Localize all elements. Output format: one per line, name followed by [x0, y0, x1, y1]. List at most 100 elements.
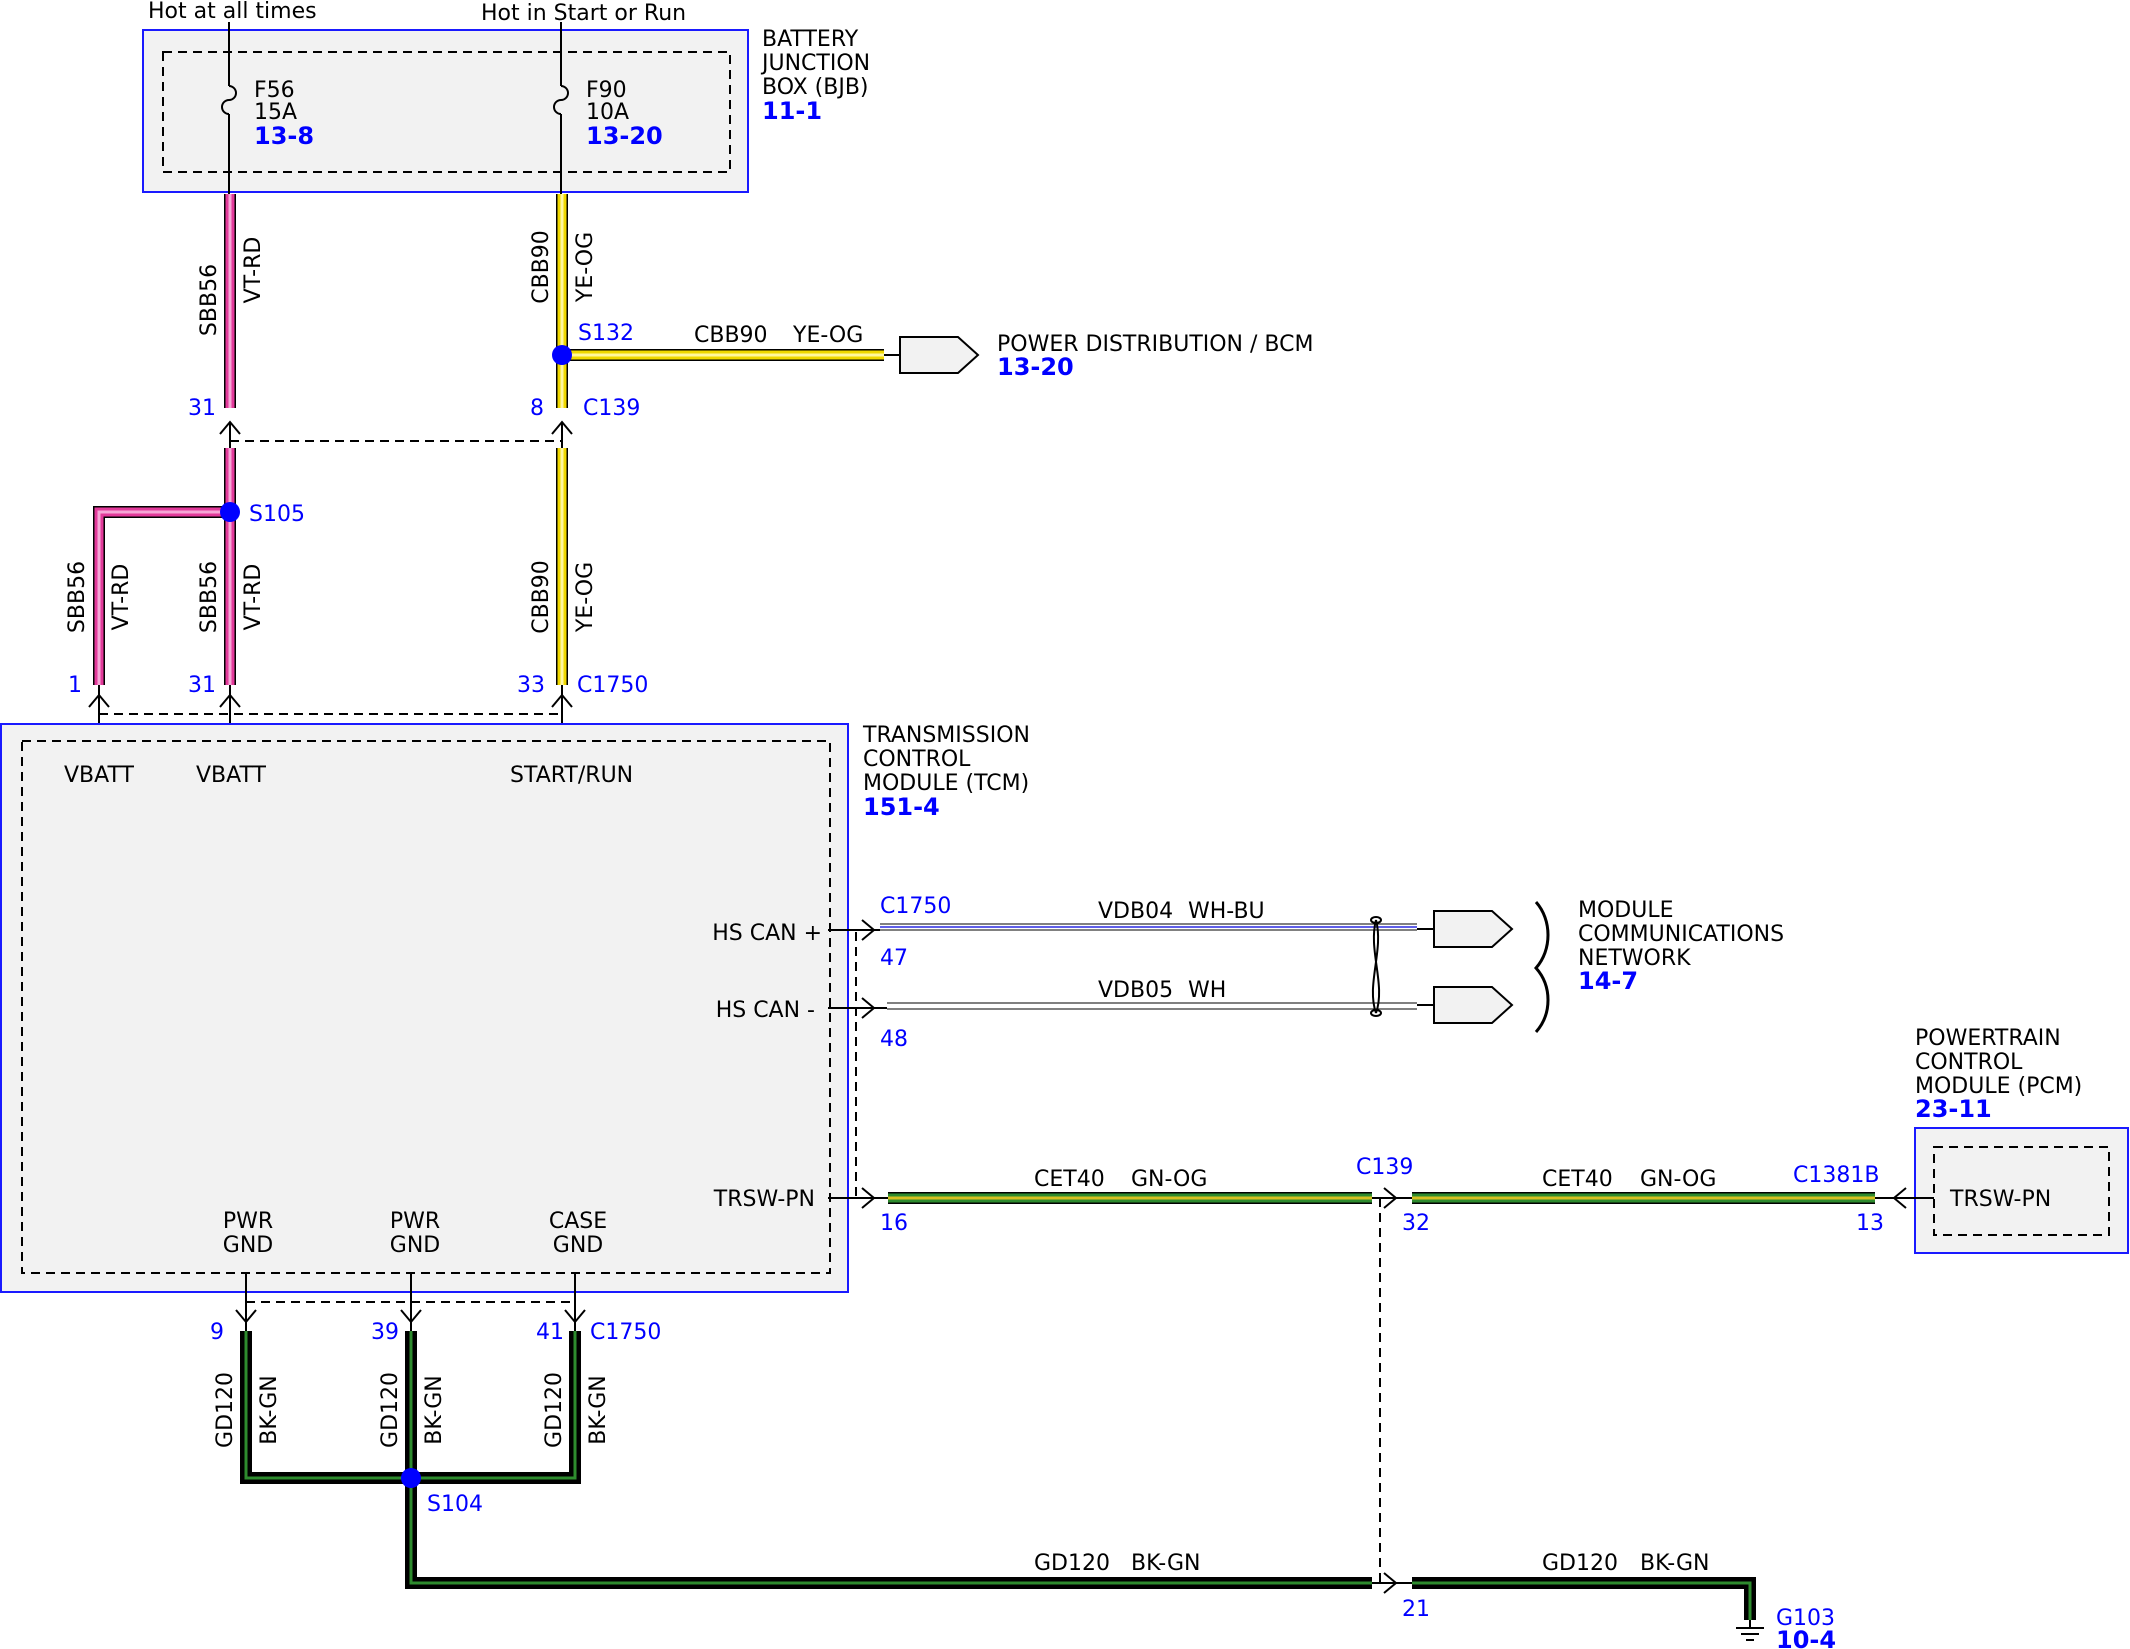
wire-label-gd120-1-color: BK-GN: [257, 1375, 282, 1444]
splice-s132: [552, 345, 572, 365]
battery-junction-box: F56 15A 13-8 F90 10A 13-20: [142, 22, 749, 194]
bjb-name-line-2: JUNCTION: [760, 51, 870, 76]
connector-tcm-pin41-icon: [564, 1273, 586, 1331]
pcm-ref[interactable]: 23-11: [1915, 1095, 1992, 1123]
tcm-ref[interactable]: 151-4: [863, 793, 940, 821]
fuse-f56-ref[interactable]: 13-8: [254, 122, 314, 150]
wire-label-vdb05-circuit: VDB05: [1098, 978, 1173, 1003]
wire-label-sbb56-upper-circuit: SBB56: [197, 264, 222, 336]
wire-label-gd120-2-circuit: GD120: [378, 1372, 403, 1448]
splice-s105: [220, 502, 240, 522]
wire-label-cet40-left-circuit: CET40: [1034, 1167, 1105, 1192]
pin-pcm-13: 13: [1856, 1211, 1884, 1236]
wire-label-gd120-1-circuit: GD120: [213, 1372, 238, 1448]
tcm-name-line-2: CONTROL: [863, 747, 971, 772]
mcn-name-line-2: COMMUNICATIONS: [1578, 922, 1784, 947]
pcm-name-line-3: MODULE (PCM): [1915, 1074, 2082, 1099]
pin-tcm-48: 48: [880, 1027, 908, 1052]
hot-in-start-run-label: Hot in Start or Run: [481, 1, 686, 26]
wire-label-sbb56-middle-circuit: SBB56: [197, 561, 222, 633]
connector-tcm-pin16-icon: [828, 1187, 888, 1209]
splice-s132-label: S132: [578, 321, 634, 346]
tcm-hs-can-plus-label: HS CAN +: [712, 921, 822, 946]
bjb-name-line-1: BATTERY: [762, 27, 859, 52]
fuse-f56-rating: 15A: [254, 100, 297, 125]
wire-sbb56-branch: [93, 506, 230, 685]
pin-tcm-9: 9: [210, 1320, 224, 1345]
wire-label-sbb56-upper-color: VT-RD: [241, 237, 266, 304]
fuse-f90-rating: 10A: [586, 100, 629, 125]
bcm-connector-icon[interactable]: [899, 336, 980, 374]
wire-label-cet40-right-circuit: CET40: [1542, 1167, 1613, 1192]
wire-label-gd120-4-color: BK-GN: [1131, 1551, 1200, 1576]
splice-s104: [401, 1468, 421, 1488]
pin-c139-32: 32: [1402, 1211, 1430, 1236]
mcn-brace-icon: [1533, 901, 1550, 1033]
wire-label-cbb90-upper-circuit: CBB90: [529, 230, 554, 304]
connector-c1750-top-label: C1750: [577, 673, 648, 698]
connector-tcm-pin48-icon: [828, 997, 887, 1019]
pin-c139-8: 8: [530, 396, 544, 421]
power-distribution-name: POWER DISTRIBUTION / BCM: [997, 332, 1313, 357]
pin-tcm-16: 16: [880, 1211, 908, 1236]
wire-label-vdb04-color: WH-BU: [1188, 899, 1265, 924]
pcm-name-line-1: POWERTRAIN: [1915, 1026, 2061, 1051]
fuse-f90-id: F90: [586, 78, 627, 103]
pcm-name-line-2: CONTROL: [1915, 1050, 2023, 1075]
fuse-f90-icon: [553, 85, 569, 115]
pin-c139-21: 21: [1402, 1597, 1430, 1622]
tcm-case-gnd-line2: GND: [553, 1233, 603, 1258]
wire-label-cet40-left-color: GN-OG: [1131, 1167, 1207, 1192]
fuse-f56-icon: [221, 85, 237, 115]
connector-tcm-pin9-icon: [235, 1273, 257, 1331]
wire-label-cbb90-bcm-color: YE-OG: [792, 323, 863, 348]
wire-label-cbb90-lower-color: YE-OG: [573, 562, 598, 633]
mcn-connector-minus-icon[interactable]: [1433, 986, 1514, 1024]
wire-gd120-to-g103: [1412, 1577, 1756, 1620]
tcm-pwr-gnd-1-line1: PWR: [223, 1209, 273, 1234]
connector-c1750-bottom-label: C1750: [590, 1320, 661, 1345]
mcn-ref[interactable]: 14-7: [1578, 967, 1638, 995]
pin-tcm-1: 1: [68, 673, 82, 698]
wire-label-cbb90-upper-color: YE-OG: [573, 232, 598, 303]
wire-label-vdb04-circuit: VDB04: [1098, 899, 1173, 924]
pin-tcm-31: 31: [188, 673, 216, 698]
wire-label-sbb56-branch-circuit: SBB56: [65, 561, 90, 633]
tcm-pwr-gnd-1-line2: GND: [223, 1233, 273, 1258]
pin-tcm-33: 33: [517, 673, 545, 698]
tcm-pwr-gnd-2-line2: GND: [390, 1233, 440, 1258]
connector-tcm-pin39-icon: [400, 1273, 422, 1331]
mcn-connector-plus-icon[interactable]: [1433, 910, 1514, 948]
connector-tcm-pin47-icon: [828, 919, 880, 941]
tcm-case-gnd-line1: CASE: [549, 1209, 607, 1234]
wire-label-cbb90-bcm-circuit: CBB90: [694, 323, 768, 348]
wire-label-vdb05-color: WH: [1188, 978, 1226, 1003]
connector-c139-upper-label: C139: [583, 396, 640, 421]
connector-c1750-right-label: C1750: [880, 894, 951, 919]
wire-label-gd120-3-color: BK-GN: [586, 1375, 611, 1444]
ground-g103-icon: [1736, 1620, 1764, 1641]
tcm-pwr-gnd-2-line1: PWR: [390, 1209, 440, 1234]
pin-tcm-47: 47: [880, 946, 908, 971]
power-distribution-ref[interactable]: 13-20: [997, 353, 1074, 381]
ground-g103-id: G103: [1776, 1606, 1835, 1631]
bjb-name-line-3: BOX (BJB): [762, 75, 869, 100]
wire-label-cet40-right-color: GN-OG: [1640, 1167, 1716, 1192]
pin-tcm-41: 41: [536, 1320, 564, 1345]
splice-s105-label: S105: [249, 502, 305, 527]
hot-at-all-times-label: Hot at all times: [148, 0, 317, 24]
connector-c1381b-label: C1381B: [1793, 1163, 1879, 1188]
ground-g103-ref[interactable]: 10-4: [1776, 1626, 1836, 1649]
fuse-f90-ref[interactable]: 13-20: [586, 122, 663, 150]
pin-tcm-39: 39: [371, 1320, 399, 1345]
wire-label-gd120-2-color: BK-GN: [422, 1375, 447, 1444]
transmission-control-module: [0, 723, 849, 1293]
wire-label-gd120-4-circuit: GD120: [1034, 1551, 1110, 1576]
tcm-name-line-3: MODULE (TCM): [863, 771, 1029, 796]
powertrain-control-module: [1914, 1127, 2129, 1254]
connector-c139-pin21-icon: [1372, 1572, 1412, 1594]
tcm-name-line-1: TRANSMISSION: [862, 723, 1030, 748]
wire-label-gd120-5-color: BK-GN: [1640, 1551, 1709, 1576]
bjb-ref[interactable]: 11-1: [762, 97, 822, 125]
mcn-name-line-1: MODULE: [1578, 898, 1674, 923]
